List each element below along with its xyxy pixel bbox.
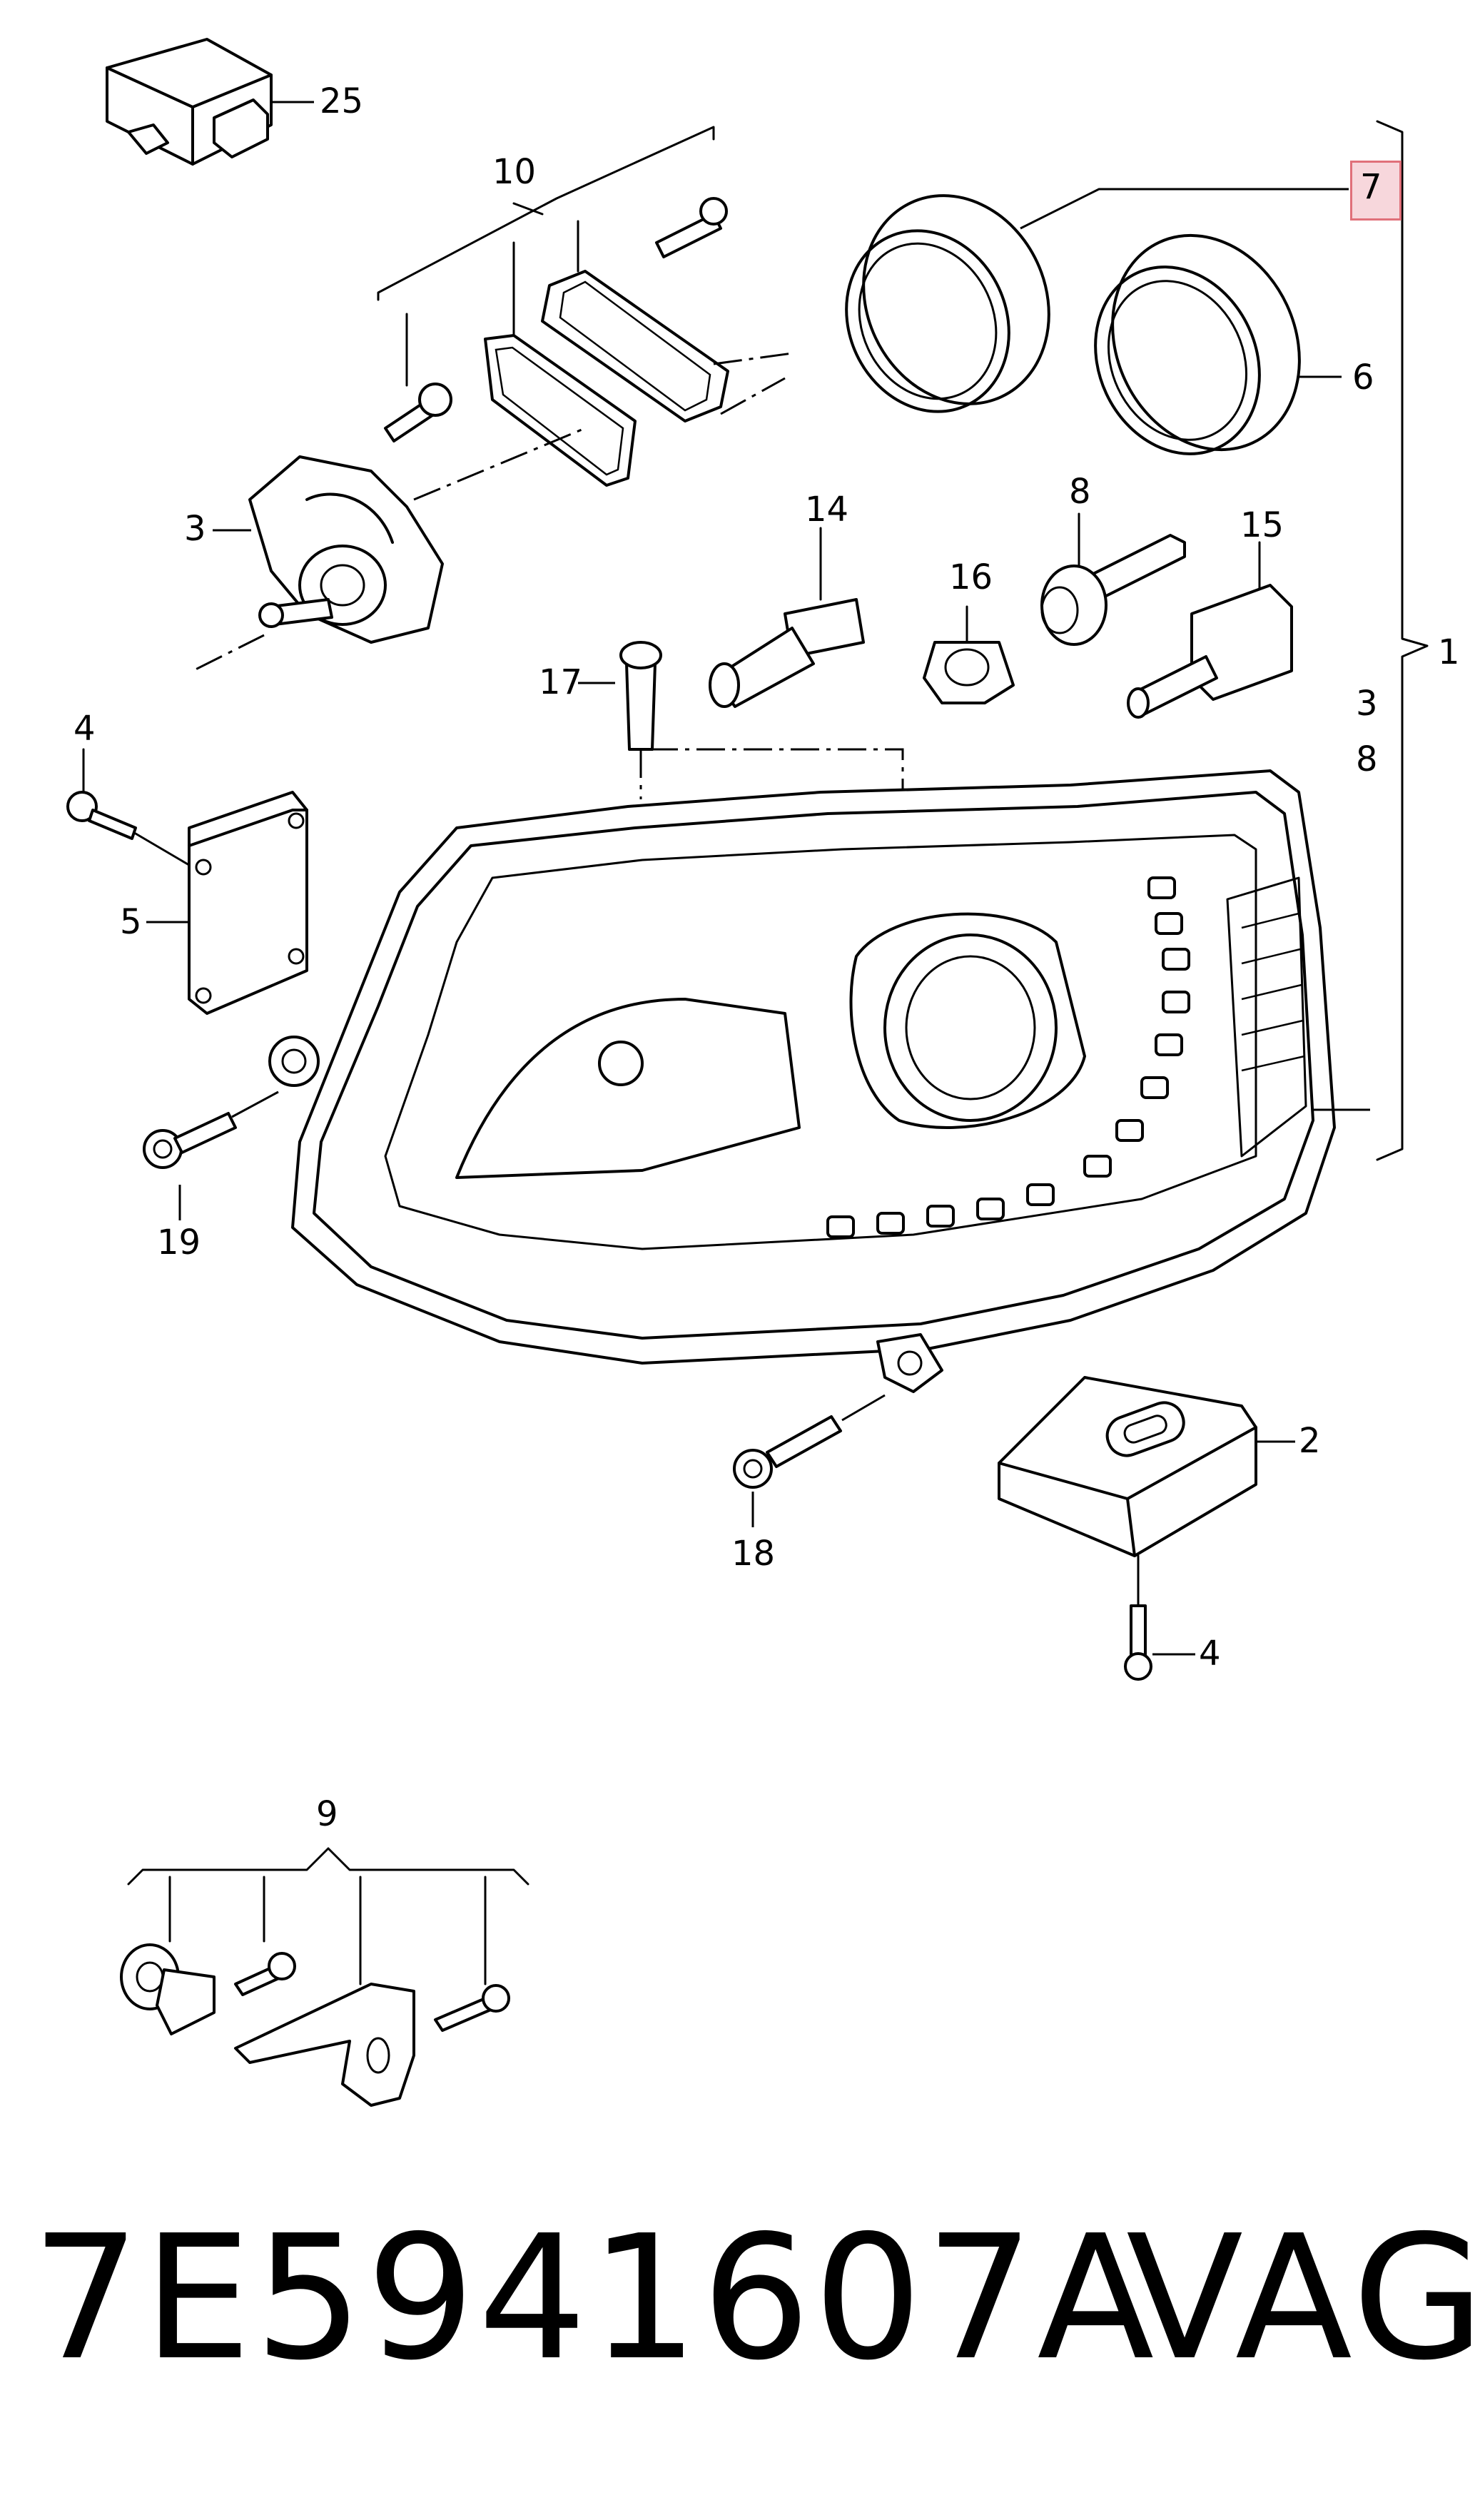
callout-8[interactable]: 8 xyxy=(1069,472,1091,512)
part-9-repair-kit xyxy=(120,1847,529,2107)
callout-3b[interactable]: 3 xyxy=(1356,684,1378,724)
callout-15[interactable]: 15 xyxy=(1240,505,1284,545)
part-6-ring xyxy=(1094,233,1342,455)
callout-5[interactable]: 5 xyxy=(120,902,142,942)
part-14-bulb xyxy=(709,527,865,708)
part-5-control-unit xyxy=(146,791,308,1015)
part-7-ring xyxy=(845,188,1349,413)
part-3-leveling-motor xyxy=(192,313,586,672)
headlamp-housing xyxy=(268,769,1370,1393)
callout-14[interactable]: 14 xyxy=(805,490,849,530)
part-17-screw xyxy=(578,641,904,799)
callout-18[interactable]: 18 xyxy=(731,1534,776,1574)
callout-4-right[interactable]: 4 xyxy=(1199,1634,1221,1674)
part-15-bulb xyxy=(1127,541,1293,719)
callout-4-left[interactable]: 4 xyxy=(74,709,96,749)
part-18-screw xyxy=(733,1394,886,1527)
part-16-bulb xyxy=(923,605,1015,704)
callout-16[interactable]: 16 xyxy=(949,557,993,597)
callout-6[interactable]: 6 xyxy=(1352,358,1374,398)
callout-10[interactable]: 10 xyxy=(492,152,537,192)
part-2-ballast xyxy=(998,1376,1295,1681)
callout-7[interactable]: 7 xyxy=(1360,167,1382,207)
callout-19[interactable]: 19 xyxy=(157,1223,201,1262)
part-4-screw-left xyxy=(66,748,194,869)
part-10-cover-gasket xyxy=(377,126,793,487)
callout-7-highlight xyxy=(1350,161,1402,221)
callout-25[interactable]: 25 xyxy=(320,81,364,121)
callout-9[interactable]: 9 xyxy=(316,1794,338,1834)
part-19-screw xyxy=(143,1091,279,1220)
callout-2[interactable]: 2 xyxy=(1299,1421,1321,1461)
callout-1[interactable]: 1 xyxy=(1438,632,1460,672)
part-25-control-module xyxy=(106,38,314,166)
callout-3[interactable]: 3 xyxy=(184,509,206,549)
drl-led-strip xyxy=(826,876,1190,1238)
callout-8b[interactable]: 8 xyxy=(1356,739,1378,779)
part-number: 7E5941607A xyxy=(31,2198,1157,2398)
brand-label: VAG xyxy=(1126,2198,1480,2398)
callout-17[interactable]: 17 xyxy=(539,662,583,702)
part-8-bulb xyxy=(1040,512,1186,646)
part-1-bracket xyxy=(1376,120,1429,1161)
